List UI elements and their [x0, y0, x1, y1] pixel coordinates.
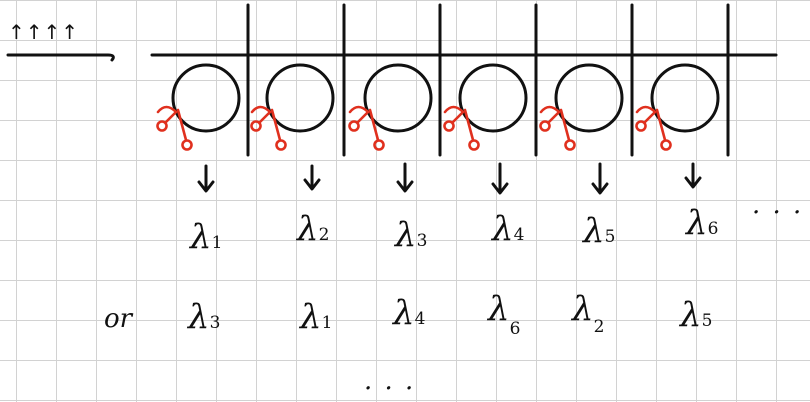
row1-lambda-4: λ4 — [492, 212, 524, 246]
down-arrow-5 — [593, 164, 607, 193]
or-label: or — [104, 306, 132, 332]
row2-lambda-4: λ6 — [488, 292, 520, 326]
ring-2 — [267, 65, 333, 131]
down-arrow-1 — [199, 166, 213, 191]
ring-4 — [460, 65, 526, 131]
spin-label-underline — [8, 55, 113, 60]
red-attachment-6 — [637, 107, 671, 150]
red-attachment-4 — [445, 107, 479, 150]
down-arrow-6 — [686, 164, 700, 187]
red-attachment-3 — [350, 107, 384, 150]
ring-1 — [173, 65, 239, 131]
ring-3 — [365, 65, 431, 131]
row1-lambda-1: λ1 — [190, 220, 222, 254]
row1-ellipsis: · · · — [752, 200, 803, 226]
red-attachment-1 — [158, 107, 192, 150]
ring-5 — [556, 65, 622, 131]
ring-6 — [652, 65, 718, 131]
down-arrow-2 — [305, 166, 319, 189]
down-arrow-3 — [398, 164, 412, 191]
down-arrow-4 — [493, 164, 507, 193]
row2-lambda-1: λ3 — [188, 300, 220, 334]
down-arrows — [199, 164, 700, 193]
row2-lambda-2: λ1 — [300, 300, 332, 334]
red-attachment-5 — [541, 107, 575, 150]
row1-lambda-6: λ6 — [686, 206, 718, 240]
row1-lambda-3: λ3 — [395, 218, 427, 252]
row2-lambda-6: λ5 — [680, 298, 712, 332]
bottom-ellipsis: · · · — [364, 376, 415, 402]
row2-lambda-3: λ4 — [393, 296, 425, 330]
row1-lambda-2: λ2 — [297, 212, 329, 246]
row2-lambda-5: λ2 — [572, 292, 604, 326]
row1-lambda-5: λ5 — [583, 214, 615, 248]
red-attachment-2 — [252, 107, 286, 150]
